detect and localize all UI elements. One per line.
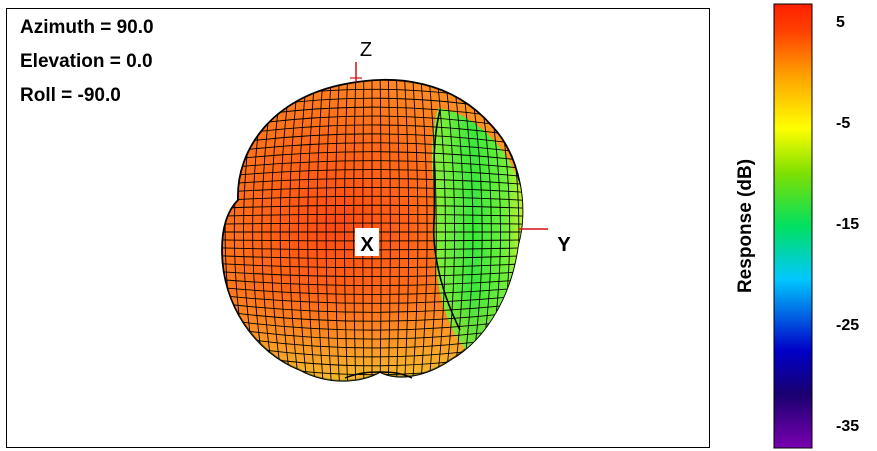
- mesh-meridian: [379, 79, 382, 381]
- y-axis-label: Y: [557, 234, 571, 256]
- z-axis-label: Z: [360, 39, 372, 61]
- mesh-parallel: [222, 186, 523, 194]
- mesh-parallel: [222, 309, 523, 322]
- x-axis-label: X: [360, 234, 374, 256]
- mesh-meridian: [403, 79, 410, 381]
- mesh-meridian: [434, 79, 446, 381]
- mesh-parallel: [222, 151, 523, 163]
- mesh-meridian: [353, 79, 357, 381]
- colorbar-tick-label: 5: [836, 14, 845, 32]
- colorbar-tick-label: -25: [836, 316, 860, 334]
- roll-readout: Roll = -90.0: [20, 85, 121, 106]
- azimuth-readout: Azimuth = 90.0: [20, 17, 154, 38]
- pattern-fold-line: [432, 109, 461, 331]
- mesh-meridian: [442, 79, 456, 381]
- mesh-meridian: [334, 79, 341, 381]
- elevation-readout: Elevation = 0.0: [20, 51, 153, 72]
- mesh-meridian: [395, 79, 400, 381]
- pattern-bottom-notch: [344, 371, 413, 379]
- mesh-parallel: [222, 301, 523, 313]
- mesh-parallel: [222, 222, 523, 225]
- mesh-parallel: [222, 178, 523, 186]
- x-axis-label-bg: [355, 228, 379, 256]
- mesh-meridian: [307, 79, 318, 381]
- mesh-meridian: [288, 79, 302, 381]
- mesh-meridian: [344, 79, 349, 381]
- colorbar-tick-label: -35: [836, 417, 860, 435]
- mesh-parallel: [222, 293, 523, 304]
- colorbar-gradient: [773, 3, 813, 449]
- mesh-parallel: [222, 270, 523, 278]
- mesh-parallel: [222, 278, 523, 286]
- mesh-meridian: [298, 79, 310, 381]
- mesh-parallel: [222, 254, 523, 260]
- mesh-parallel: [222, 169, 523, 178]
- mesh-meridian: [387, 79, 391, 381]
- mesh-meridian: [426, 79, 437, 381]
- mesh-parallel: [222, 204, 523, 210]
- mesh-parallel: [222, 286, 523, 295]
- mesh-parallel: [222, 195, 523, 202]
- colorbar-title: Response (dB): [735, 158, 756, 294]
- mesh-parallel: [222, 142, 523, 155]
- mesh-parallel: [222, 160, 523, 171]
- colorbar-tick-label: -5: [836, 115, 851, 133]
- colorbar-tick-label: -15: [836, 216, 860, 233]
- mesh-parallel: [222, 213, 523, 217]
- mesh-parallel: [222, 262, 523, 269]
